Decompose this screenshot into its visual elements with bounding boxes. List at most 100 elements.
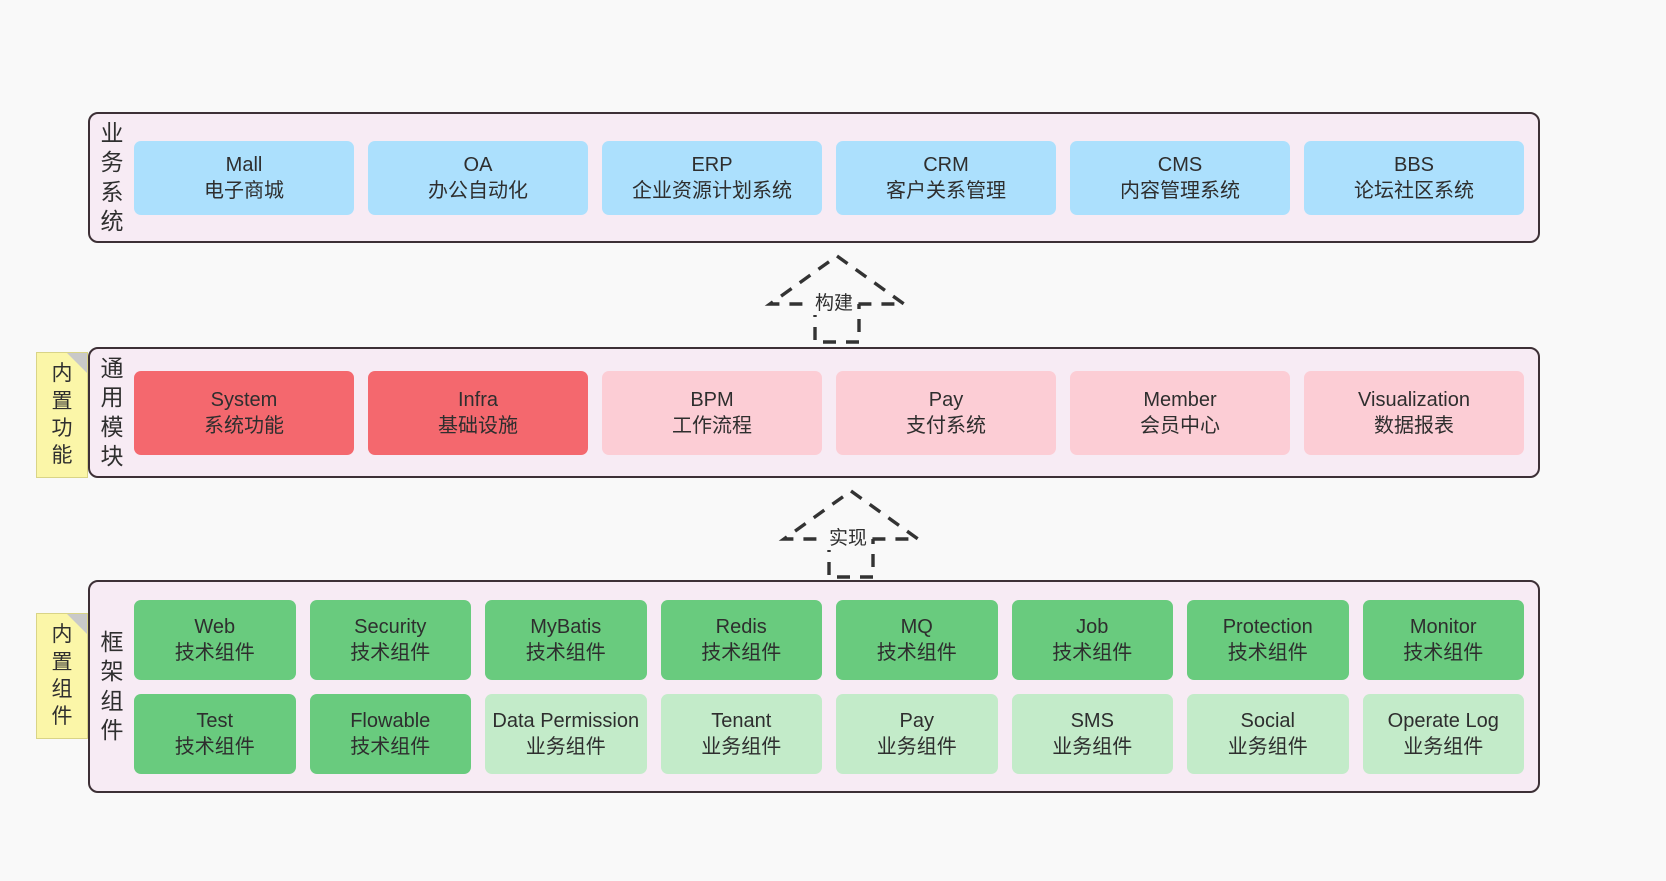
module-box-pay-business[interactable]: Pay 业务组件 [836,693,998,774]
module-box-name: BPM [690,388,734,411]
module-box-redis[interactable]: Redis 技术组件 [660,599,822,680]
module-box-desc: 业务组件 [1052,735,1133,758]
module-box-name: Data Permission [492,709,640,732]
module-box-social[interactable]: Social 业务组件 [1187,693,1349,774]
note-char: 能 [51,444,73,468]
module-box-name: MyBatis [530,615,602,638]
layer-title-char: 业 [100,119,124,146]
module-box-name: Redis [715,615,767,638]
module-box-mq[interactable]: MQ 技术组件 [836,599,998,680]
layer-common-modules: 通 用 模 块 System 系统功能 Infra 基础设施 BPM 工作流程 [88,347,1540,478]
module-box-desc: 系统功能 [204,414,284,437]
note-fold-corner-icon [67,614,87,634]
module-box-name: Infra [457,388,499,411]
module-box-name: CMS [1157,153,1203,176]
module-box-crm[interactable]: CRM 客户关系管理 [836,140,1056,215]
module-box-desc: 业务组件 [525,735,606,758]
module-box-name: Pay [928,388,964,411]
module-box-desc: 电子商城 [204,179,284,202]
module-box-desc: 业务组件 [876,735,957,758]
layer-title-char: 组 [100,687,124,714]
note-char: 组 [51,678,73,701]
module-box-desc: 技术组件 [174,735,255,758]
module-box-name: Flowable [350,709,431,732]
arrow-implement-label: 实现 [826,523,871,550]
layer-title-char: 用 [100,384,124,411]
layer-title-char: 件 [100,716,124,743]
module-box-desc: 会员中心 [1140,414,1220,437]
module-box-name: Protection [1222,615,1313,638]
module-box-member[interactable]: Member 会员中心 [1070,370,1290,455]
module-box-bpm[interactable]: BPM 工作流程 [602,370,822,455]
module-box-desc: 技术组件 [350,735,431,758]
module-box-name: BBS [1393,153,1435,176]
arrow-implement: 实现 [766,487,936,579]
layer-title-char: 统 [100,207,124,234]
module-box-web[interactable]: Web 技术组件 [134,599,296,680]
module-box-infra[interactable]: Infra 基础设施 [368,370,588,455]
module-box-desc: 技术组件 [174,641,255,664]
layer-title-business-system: 业 务 系 统 [90,114,134,241]
module-box-cms[interactable]: CMS 内容管理系统 [1070,140,1290,215]
module-box-desc: 技术组件 [1403,641,1484,664]
box-row: Mall 电子商城 OA 办公自动化 ERP 企业资源计划系统 CRM 客户关系… [134,140,1524,215]
module-box-desc: 基础设施 [438,414,518,437]
module-box-name: Tenant [711,709,772,732]
module-box-name: Test [196,709,234,732]
module-box-name: ERP [691,153,733,176]
note-char: 置 [51,389,73,413]
note-builtin-function: 内 置 功 能 [36,352,88,478]
module-box-name: Operate Log [1387,709,1499,732]
layer-boxes-common-modules: System 系统功能 Infra 基础设施 BPM 工作流程 Pay 支付系统… [134,349,1538,476]
module-box-data-permission[interactable]: Data Permission 业务组件 [485,693,647,774]
layer-title-char: 务 [100,149,124,176]
module-box-desc: 客户关系管理 [886,179,1006,202]
module-box-system[interactable]: System 系统功能 [134,370,354,455]
module-box-desc: 技术组件 [701,641,782,664]
note-char: 功 [51,417,73,440]
layer-title-char: 架 [100,658,124,685]
module-box-monitor[interactable]: Monitor 技术组件 [1362,599,1524,680]
layer-title-char: 模 [100,413,124,440]
arrow-build: 构建 [752,252,922,344]
module-box-name: System [210,388,278,411]
module-box-operate-log[interactable]: Operate Log 业务组件 [1362,693,1524,774]
module-box-desc: 办公自动化 [428,179,528,202]
module-box-desc: 技术组件 [525,641,606,664]
module-box-name: Pay [899,709,934,732]
module-box-erp[interactable]: ERP 企业资源计划系统 [602,140,822,215]
module-box-name: Web [194,615,236,638]
module-box-name: OA [463,153,493,176]
layer-business-system: 业 务 系 统 Mall 电子商城 OA 办公自动化 ERP 企业资源计划系统 [88,112,1540,243]
module-box-desc: 业务组件 [1227,735,1308,758]
module-box-name: Monitor [1409,615,1477,638]
module-box-visualization[interactable]: Visualization 数据报表 [1304,370,1524,455]
layer-title-common-modules: 通 用 模 块 [90,349,134,476]
module-box-desc: 工作流程 [672,414,752,437]
module-box-tenant[interactable]: Tenant 业务组件 [660,693,822,774]
module-box-desc: 技术组件 [350,641,431,664]
module-box-name: Visualization [1358,388,1470,411]
module-box-name: Security [354,615,427,638]
module-box-job[interactable]: Job 技术组件 [1011,599,1173,680]
module-box-protection[interactable]: Protection 技术组件 [1187,599,1349,680]
module-box-desc: 论坛社区系统 [1354,179,1474,202]
module-box-desc: 数据报表 [1374,414,1454,437]
module-box-mybatis[interactable]: MyBatis 技术组件 [485,599,647,680]
module-box-desc: 内容管理系统 [1120,179,1240,202]
box-row: Web 技术组件 Security 技术组件 MyBatis 技术组件 Redi… [134,599,1524,680]
module-box-name: CRM [923,153,969,176]
module-box-pay[interactable]: Pay 支付系统 [836,370,1056,455]
module-box-name: MQ [900,615,933,638]
module-box-security[interactable]: Security 技术组件 [309,599,471,680]
module-box-sms[interactable]: SMS 业务组件 [1011,693,1173,774]
box-row: System 系统功能 Infra 基础设施 BPM 工作流程 Pay 支付系统… [134,370,1524,455]
note-builtin-component: 内 置 组 件 [36,613,88,739]
module-box-name: Job [1076,615,1109,638]
module-box-oa[interactable]: OA 办公自动化 [368,140,588,215]
module-box-flowable[interactable]: Flowable 技术组件 [309,693,471,774]
module-box-mall[interactable]: Mall 电子商城 [134,140,354,215]
module-box-test[interactable]: Test 技术组件 [134,693,296,774]
arrow-build-label: 构建 [812,288,857,315]
module-box-bbs[interactable]: BBS 论坛社区系统 [1304,140,1524,215]
